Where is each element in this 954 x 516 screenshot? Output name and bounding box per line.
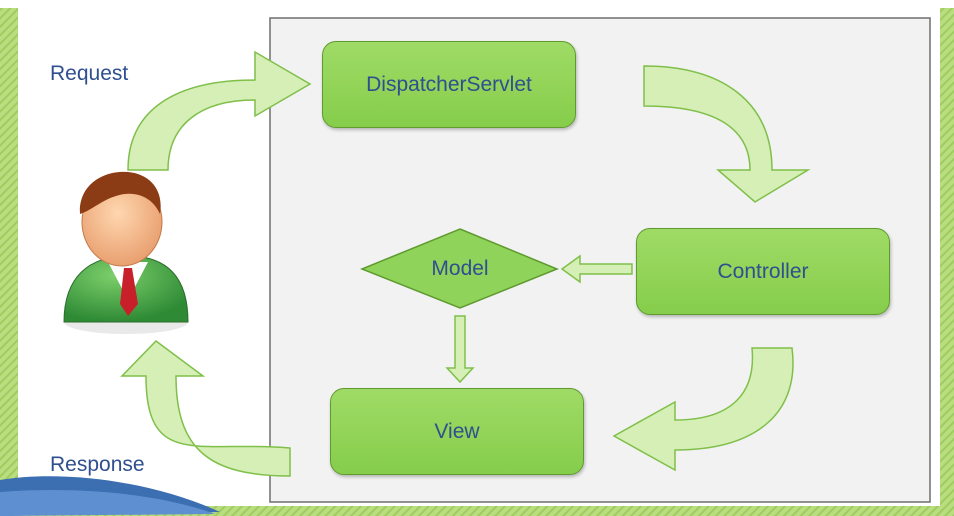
response-arrow [120,340,291,477]
controller-label: Controller [717,259,809,283]
frame-left [0,0,18,516]
request-arrow [127,50,312,171]
frame-bottom [0,506,954,516]
request-label: Request [50,62,129,85]
controller-to-view-arrow [612,347,794,472]
model-label: Model [431,257,489,280]
user-icon [63,171,189,334]
view-node: View [330,388,584,475]
view-label: View [434,419,480,443]
frame-top [0,0,954,8]
model-diamond [359,228,559,309]
dispatcher-servlet-node: DispatcherServlet [322,41,576,128]
controller-to-model-arrow [560,254,633,284]
frame-right [940,0,954,516]
dispatcher-to-controller-arrow [643,65,811,203]
model-to-view-arrow [445,315,475,384]
dispatcher-servlet-label: DispatcherServlet [366,72,532,96]
response-label: Response [50,453,145,476]
controller-node: Controller [636,228,890,315]
